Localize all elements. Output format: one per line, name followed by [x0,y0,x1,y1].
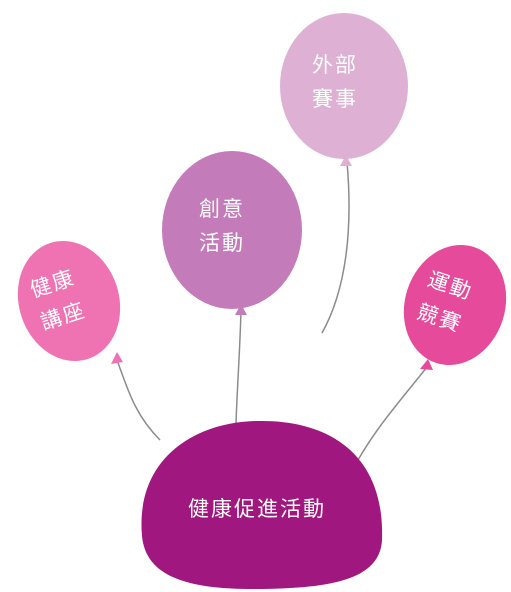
center-label: 健康促進活動 [188,497,326,521]
label-external-competition-line-2: 賽事 [312,87,358,111]
string-creative-activity [235,309,242,425]
string-sports-competition [357,366,428,461]
balloon-health-lecture [17,240,123,364]
balloon-creative-activity [162,151,302,315]
label-creative-activity-line-2: 活動 [199,231,245,255]
label-creative-activity: 創意 活動 [199,192,245,260]
string-external-competition [321,161,350,334]
label-external-competition: 外部 賽事 [312,48,358,116]
balloon-sports-competition [403,244,507,370]
center-dome [141,420,383,590]
label-creative-activity-line-1: 創意 [199,197,245,221]
label-external-competition-line-1: 外部 [312,53,358,77]
string-health-lecture [116,359,161,441]
balloon-external-competition [280,13,408,166]
